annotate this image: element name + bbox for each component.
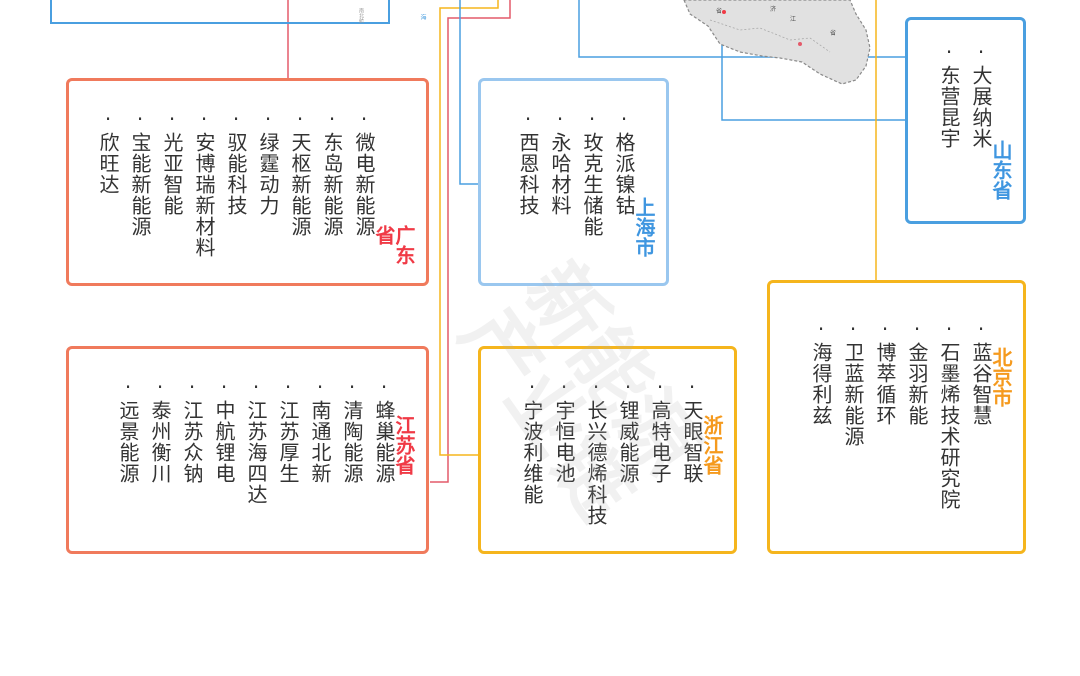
list-item: 宝能新能源	[128, 107, 152, 271]
region-box-guangdong: 广东省 微电新能源 东岛新能源 天枢新能源 绿霆动力 驭能科技 安博瑞新材料 光…	[66, 78, 429, 286]
list-item: 大展纳米	[969, 40, 993, 209]
map-city-label-4: 济	[770, 6, 777, 13]
map-side-label: 海	[419, 14, 426, 20]
list-item: 江苏众钠	[180, 375, 204, 539]
list-item: 中航锂电	[212, 375, 236, 539]
list-item: 绿霆动力	[256, 107, 280, 271]
region-title-guangdong: 广东省	[372, 225, 416, 265]
list-item: 清陶能源	[340, 375, 364, 539]
map-city-label-1: 省	[716, 8, 723, 15]
list-item: 长兴德烯科技	[584, 375, 608, 539]
region-title-shandong: 山东省	[989, 140, 1013, 200]
list-item: 蓝谷智慧	[969, 317, 993, 539]
connector-zhejiang	[439, 0, 499, 456]
region-box-shanghai: 上海市 格派镍钴 玫克生储能 永哈材料 西恩科技	[478, 78, 669, 286]
list-item: 玫克生储能	[580, 107, 604, 271]
list-item: 江苏厚生	[276, 375, 300, 539]
list-item: 南通北新	[308, 375, 332, 539]
list-item: 格派镍钴	[612, 107, 636, 271]
region-box-shandong: 山东省 大展纳米 东营昆宇	[905, 17, 1026, 224]
map-frame	[50, 0, 390, 24]
region-box-zhejiang: 浙江省 天眼智联 高特电子 锂威能源 长兴德烯科技 宇恒电池 宁波利维能	[478, 346, 737, 554]
region-title-beijing: 北京市	[989, 347, 1013, 407]
connector-jiangsu	[430, 0, 511, 483]
list-item: 光亚智能	[160, 107, 184, 271]
region-box-jiangsu: 江苏省 蜂巢能源 清陶能源 南通北新 江苏厚生 江苏海四达 中航锂电 江苏众钠 …	[66, 346, 429, 554]
list-item: 锂威能源	[616, 375, 640, 539]
list-item: 海得利兹	[809, 317, 833, 539]
list-item: 驭能科技	[224, 107, 248, 271]
map-small-label: 南北航	[358, 8, 364, 23]
region-box-beijing: 北京市 蓝谷智慧 石墨烯技术研究院 金羽新能 博萃循环 卫蓝新能源 海得利兹	[767, 280, 1026, 554]
list-item: 高特电子	[648, 375, 672, 539]
list-item: 泰州衡川	[148, 375, 172, 539]
map-city-label-2: 江	[790, 16, 797, 23]
list-item: 宁波利维能	[520, 375, 544, 539]
list-item: 微电新能源	[352, 107, 376, 271]
list-item: 远景能源	[116, 375, 140, 539]
list-item: 安博瑞新材料	[192, 107, 216, 271]
region-title-zhejiang: 浙江省	[700, 415, 724, 475]
list-item: 蜂巢能源	[372, 375, 396, 539]
list-item: 博萃循环	[873, 317, 897, 539]
list-item: 西恩科技	[516, 107, 540, 271]
list-item: 石墨烯技术研究院	[937, 317, 961, 539]
region-title-jiangsu: 江苏省	[392, 415, 416, 475]
list-item: 东营昆宇	[937, 40, 961, 209]
map-city-label-3: 省	[830, 30, 837, 37]
connector-shanghai	[459, 0, 478, 185]
list-item: 永哈材料	[548, 107, 572, 271]
list-item: 金羽新能	[905, 317, 929, 539]
list-item: 天眼智联	[680, 375, 704, 539]
list-item: 天枢新能源	[288, 107, 312, 271]
list-item: 卫蓝新能源	[841, 317, 865, 539]
province-map	[683, 0, 871, 85]
list-item: 宇恒电池	[552, 375, 576, 539]
list-item: 江苏海四达	[244, 375, 268, 539]
region-title-shanghai: 上海市	[632, 197, 656, 257]
list-item: 东岛新能源	[320, 107, 344, 271]
list-item: 欣旺达	[96, 107, 120, 271]
